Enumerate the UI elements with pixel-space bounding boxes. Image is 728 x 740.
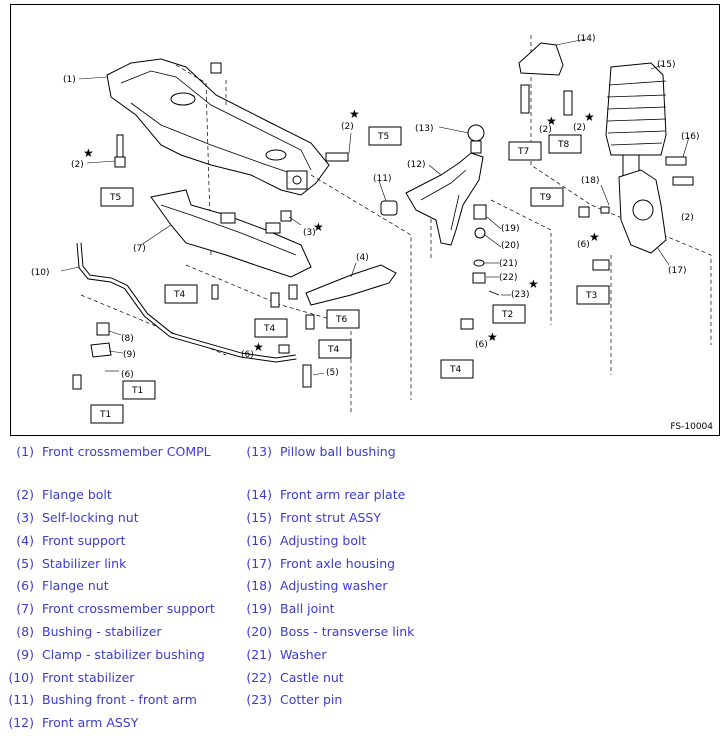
star-mark: ★ (546, 114, 557, 128)
torque-t1-a: T1 (131, 386, 143, 396)
exploded-parts-diagram: (1) (2) (2) (2) (2) (2) (3) (4) (5) (6) … (10, 4, 720, 436)
star-mark: ★ (589, 230, 600, 244)
callout-15: (15) (657, 60, 675, 70)
callout-22: (22) (499, 273, 517, 283)
callout-6b: (6) (121, 370, 134, 380)
torque-t5-left: T5 (109, 193, 121, 203)
torque-t6: T6 (335, 315, 347, 325)
legend-item: (20)Boss - transverse link (246, 624, 415, 639)
torque-t9: T9 (539, 193, 551, 203)
callout-19: (19) (501, 224, 519, 234)
callout-2d: (2) (573, 123, 586, 133)
legend-item: (1)Front crossmember COMPL (16, 444, 211, 459)
legend-item: (13)Pillow ball bushing (246, 444, 396, 459)
legend-item: (9)Clamp - stabilizer bushing (16, 647, 205, 662)
callout-1: (1) (63, 75, 76, 85)
diagram-drawing: (1) (2) (2) (2) (2) (2) (3) (4) (5) (6) … (31, 34, 712, 424)
rear-plate-drawing (518, 42, 573, 116)
legend-item: (3)Self-locking nut (16, 510, 139, 525)
callout-17: (17) (668, 266, 686, 276)
star-mark: ★ (313, 220, 324, 234)
torque-t4-c: T4 (327, 345, 339, 355)
figure-code: FS-10004 (670, 422, 713, 432)
callout-3: (3) (303, 228, 316, 238)
star-mark: ★ (83, 146, 94, 160)
torque-t3: T3 (585, 291, 597, 301)
front-crossmember-drawing (106, 58, 330, 196)
callout-12: (12) (407, 160, 425, 170)
star-mark: ★ (487, 330, 498, 344)
legend-item: (15)Front strut ASSY (246, 510, 381, 525)
torque-t5-right: T5 (377, 132, 389, 142)
star-mark: ★ (584, 110, 595, 124)
strut-drawing (605, 62, 667, 186)
callout-20: (20) (501, 241, 519, 251)
legend-item: (21)Washer (246, 647, 327, 662)
callout-11: (11) (373, 174, 391, 184)
legend-item: (16)Adjusting bolt (246, 533, 367, 548)
callout-14: (14) (577, 34, 595, 44)
crossmember-support-drawing (150, 189, 312, 278)
legend-item: (8)Bushing - stabilizer (16, 624, 162, 639)
legend-item: (5)Stabilizer link (16, 556, 127, 571)
front-support-drawing (305, 264, 397, 306)
star-mark: ★ (349, 107, 360, 121)
leader-lines (60, 38, 690, 376)
legend-item: (23)Cotter pin (246, 692, 343, 707)
callout-7: (7) (133, 244, 146, 254)
torque-boxes: T5 T5 T4 T4 T6 T4 T1 T1 T7 T8 T9 T3 T2 (90, 126, 610, 424)
legend-item: (22)Castle nut (246, 670, 344, 685)
torque-t4-b: T4 (263, 324, 275, 334)
legend-item: (17)Front axle housing (246, 556, 396, 571)
callout-5: (5) (326, 368, 339, 378)
legend-item: (11)Bushing front - front arm (8, 692, 197, 707)
callout-9: (9) (123, 350, 136, 360)
callout-16: (16) (681, 132, 699, 142)
fasteners-drawing (72, 62, 610, 390)
callout-10: (10) (31, 268, 49, 278)
callout-6a: (6) (241, 350, 254, 360)
callout-13: (13) (415, 124, 433, 134)
callout-2a: (2) (71, 160, 84, 170)
torque-t4-d: T4 (449, 365, 461, 375)
legend-item: (14)Front arm rear plate (246, 487, 406, 502)
ball-joint-drawing (472, 204, 500, 296)
axle-housing-drawing (592, 156, 694, 271)
torque-t1-b: T1 (99, 410, 111, 420)
legend-item: (10)Front stabilizer (8, 670, 135, 685)
callout-4: (4) (356, 253, 369, 263)
callout-8: (8) (121, 334, 134, 344)
star-mark: ★ (253, 340, 264, 354)
callout-23: (23) (511, 290, 529, 300)
callout-6d: (6) (577, 240, 590, 250)
star-mark: ★ (528, 277, 539, 291)
legend-item: (6)Flange nut (16, 578, 109, 593)
front-arm-drawing (380, 124, 485, 246)
legend-item: (19)Ball joint (246, 601, 335, 616)
stabilizer-drawing (76, 242, 312, 388)
callout-2e: (2) (681, 213, 694, 223)
legend-item: (2)Flange bolt (16, 487, 112, 502)
callout-labels: (1) (2) (2) (2) (2) (2) (3) (4) (5) (6) … (31, 34, 699, 380)
callout-2c: (2) (539, 125, 552, 135)
legend-item: (18)Adjusting washer (246, 578, 388, 593)
legend-item: (7)Front crossmember support (16, 601, 215, 616)
callout-21: (21) (499, 259, 517, 269)
callout-2b: (2) (341, 122, 354, 132)
torque-t2: T2 (501, 310, 513, 320)
star-marks: ★ ★ ★ ★ ★ ★ ★ ★ ★ (83, 107, 600, 354)
torque-t4-a: T4 (173, 290, 185, 300)
callout-18: (18) (581, 176, 599, 186)
legend-item: (12)Front arm ASSY (8, 715, 139, 730)
callout-6c: (6) (475, 340, 488, 350)
torque-t8: T8 (557, 140, 569, 150)
legend-item: (4)Front support (16, 533, 126, 548)
torque-t7: T7 (517, 147, 529, 157)
